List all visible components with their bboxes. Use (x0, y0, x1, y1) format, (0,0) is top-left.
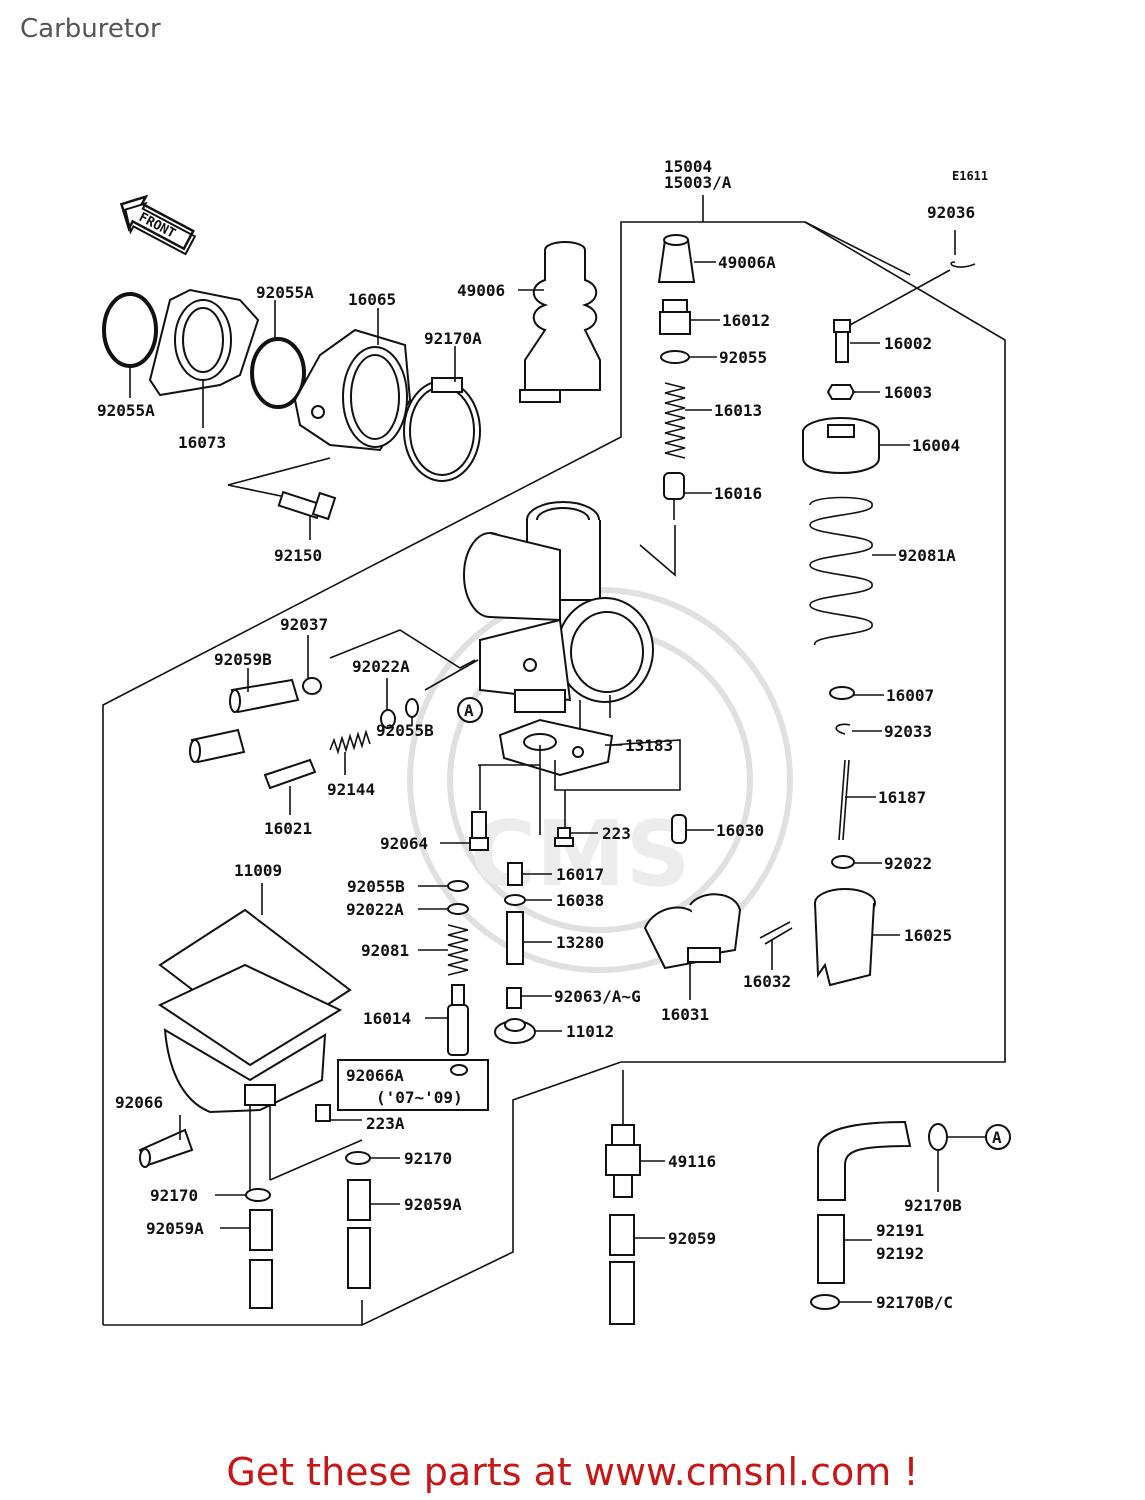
part-label-16065: 16065 (348, 290, 396, 309)
jets-group (447, 718, 687, 1056)
part-label-16007: 16007 (886, 686, 934, 705)
part-label-92081: 92081 (361, 941, 409, 960)
part-label-92033: 92033 (884, 722, 932, 741)
get-parts-link[interactable]: Get these parts at www.cmsnl.com ! (226, 1450, 919, 1494)
part-label-92022a-top: 92022A (352, 657, 410, 676)
part-label-92055b-right: 92055B (376, 721, 434, 740)
carburetor-body (463, 501, 654, 728)
part-label-92170a: 92170A (424, 329, 482, 348)
part-label-92055a-top: 92055A (256, 283, 314, 302)
part-label-92170-right: 92170 (404, 1149, 452, 1168)
part-label-16025: 16025 (904, 926, 952, 945)
page-title: Carburetor (20, 14, 161, 44)
throttle-stack (657, 234, 696, 520)
part-label-49006: 49006 (457, 281, 505, 300)
part-label-92037: 92037 (280, 615, 328, 634)
part-label-223a: 223A (366, 1114, 405, 1133)
part-label-223: 223 (602, 824, 631, 843)
part-label-16013: 16013 (714, 401, 762, 420)
diagram-code: E1611 (952, 169, 988, 183)
part-label-92192: 92192 (876, 1244, 924, 1263)
part-label-11009: 11009 (234, 861, 282, 880)
part-label-16017: 16017 (556, 865, 604, 884)
part-label-92059a-right: 92059A (404, 1195, 462, 1214)
part-label-16031: 16031 (661, 1005, 709, 1024)
part-label-92022a-left: 92022A (346, 900, 404, 919)
part-label-92022: 92022 (884, 854, 932, 873)
part-label-92059a-left: 92059A (146, 1219, 204, 1238)
reference-marker-a-main: A (457, 697, 483, 723)
part-label-92066: 92066 (115, 1093, 163, 1112)
part-label-92036: 92036 (927, 203, 975, 222)
part-label-92055a-left: 92055A (97, 401, 155, 420)
part-label-15003a: 15003/A (664, 173, 732, 192)
part-label-16014: 16014 (363, 1009, 411, 1028)
rubber-boot (519, 241, 601, 403)
part-label-15004: 15004 (664, 157, 712, 176)
part-label-92055: 92055 (719, 348, 767, 367)
part-label-16030: 16030 (716, 821, 764, 840)
part-label-92081a: 92081A (898, 546, 956, 565)
part-label-92059: 92059 (668, 1229, 716, 1248)
svg-text:A: A (992, 1128, 1002, 1147)
part-label-49006a: 49006A (718, 253, 776, 272)
part-label-16038: 16038 (556, 891, 604, 910)
vent-hose-group (810, 1120, 948, 1310)
part-label-16187: 16187 (878, 788, 926, 807)
part-label-92055b-left: 92055B (347, 877, 405, 896)
leader-lines (129, 230, 985, 1303)
float-bowl (138, 908, 489, 1309)
part-label-16073: 16073 (178, 433, 226, 452)
part-label-92170b: 92170B (904, 1196, 962, 1215)
part-labels: 15004 15003/A 92036 49006A 16012 92055 1… (97, 157, 975, 1312)
part-label-92191: 92191 (876, 1221, 924, 1240)
part-label-16016: 16016 (714, 484, 762, 503)
part-label-92144: 92144 (327, 780, 375, 799)
slide-stack (759, 261, 976, 987)
part-label-16021: 16021 (264, 819, 312, 838)
svg-text:A: A (464, 701, 474, 720)
part-label-13280: 13280 (556, 933, 604, 952)
watermark-text: CMS (470, 802, 690, 907)
part-label-16012: 16012 (722, 311, 770, 330)
assembly-frame (102, 195, 1006, 1326)
part-label-92063: 92063/A~G (554, 987, 641, 1006)
part-label-13183: 13183 (625, 736, 673, 755)
part-label-16003: 16003 (884, 383, 932, 402)
drain-tube-group (605, 1070, 641, 1325)
front-arrow-icon: FRONT (119, 194, 197, 256)
reference-marker-a-hose: A (985, 1124, 1011, 1150)
part-label-16032: 16032 (743, 972, 791, 991)
part-label-11012: 11012 (566, 1022, 614, 1041)
part-label-16002: 16002 (884, 334, 932, 353)
part-label-92150: 92150 (274, 546, 322, 565)
choke-plunger (643, 893, 742, 970)
part-label-92066a: 92066A (346, 1066, 404, 1085)
part-label-92059b: 92059B (214, 650, 272, 669)
intake-manifold-group (102, 288, 481, 521)
part-label-92066a-years: ('07~'09) (376, 1088, 463, 1107)
part-label-92064: 92064 (380, 834, 428, 853)
part-label-49116: 49116 (668, 1152, 716, 1171)
part-label-16004: 16004 (912, 436, 960, 455)
part-label-92170-left: 92170 (150, 1186, 198, 1205)
part-label-92170bc: 92170B/C (876, 1293, 953, 1312)
